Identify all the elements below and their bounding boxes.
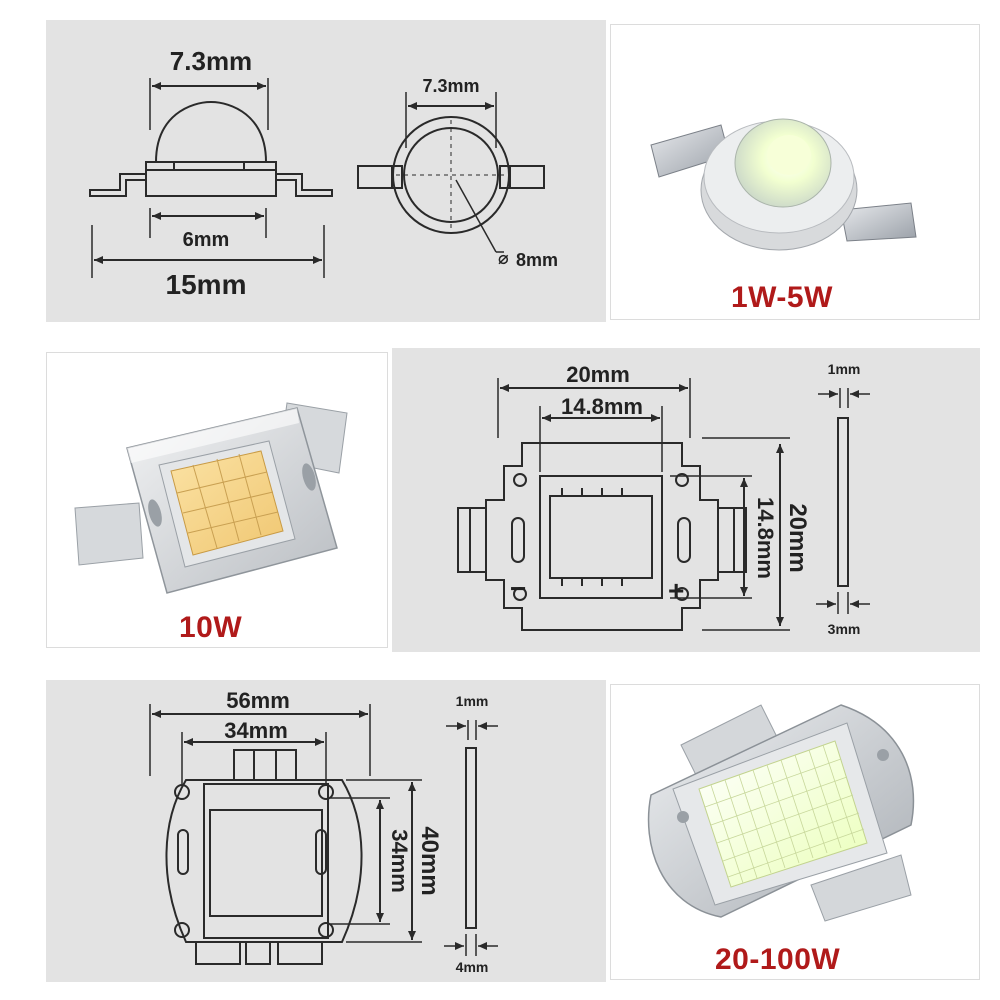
- diameter-symbol: ⌀: [498, 248, 509, 268]
- thickness-top-label-100w: 1mm: [456, 693, 489, 709]
- drawing-1w: 7.3mm 6mm 15mm 7.3mm ⌀ 8mm: [89, 46, 558, 300]
- thickness-top-label-10w: 1mm: [828, 361, 861, 377]
- plus-sign-10w: +: [668, 575, 684, 606]
- thickness-view-10w: [837, 388, 849, 614]
- diagram-panel-1w: 7.3mm 6mm 15mm 7.3mm ⌀ 8mm: [46, 20, 606, 322]
- diagram-panel-100w: 56mm 34mm 34mm 40mm 1mm 4mm: [46, 680, 606, 982]
- thickness-view-100w: [465, 720, 477, 956]
- diagram-panel-10w: 20mm 14.8mm 14.8mm 20mm − + 1mm 3mm: [392, 348, 980, 652]
- front-view-100w: [149, 704, 422, 965]
- photo-panel-100w: 20-100W: [610, 684, 980, 980]
- led-10w-image: [74, 402, 348, 594]
- outer-height-label-100w: 40mm: [416, 826, 443, 895]
- photo-panel-10w: 10W: [46, 352, 388, 648]
- caption-1w: 1W-5W: [731, 281, 833, 314]
- front-view-10w: [457, 378, 790, 631]
- inner-height-label-10w: 14.8mm: [753, 497, 778, 579]
- outer-height-label-10w: 20mm: [784, 503, 811, 572]
- inner-width-label-100w: 34mm: [224, 718, 288, 743]
- caption-10w: 10W: [179, 611, 243, 644]
- outer-width-label-100w: 56mm: [226, 688, 290, 713]
- top-view-1w: [357, 92, 545, 253]
- top-diameter-label: 8mm: [516, 250, 558, 270]
- thickness-bottom-label-100w: 4mm: [456, 959, 489, 975]
- led-100w-image: [647, 704, 915, 922]
- photo-panel-1w: 1W-5W: [610, 24, 980, 320]
- led-1w-image: [650, 118, 917, 251]
- inner-height-label-100w: 34mm: [387, 829, 412, 893]
- minus-sign-10w: −: [510, 573, 526, 604]
- inner-width-label-10w: 14.8mm: [561, 394, 643, 419]
- side-view-1w: [89, 78, 333, 278]
- side-top-width-label: 7.3mm: [170, 46, 252, 76]
- caption-100w: 20-100W: [715, 943, 841, 976]
- drawing-100w: 56mm 34mm 34mm 40mm 1mm 4mm: [149, 688, 498, 975]
- thickness-bottom-label-10w: 3mm: [828, 621, 861, 637]
- side-total-width-label: 15mm: [166, 269, 247, 300]
- side-inner-width-label: 6mm: [183, 229, 230, 251]
- drawing-10w: 20mm 14.8mm 14.8mm 20mm − + 1mm 3mm: [457, 361, 870, 637]
- outer-width-label-10w: 20mm: [566, 362, 630, 387]
- top-width-label: 7.3mm: [422, 76, 479, 96]
